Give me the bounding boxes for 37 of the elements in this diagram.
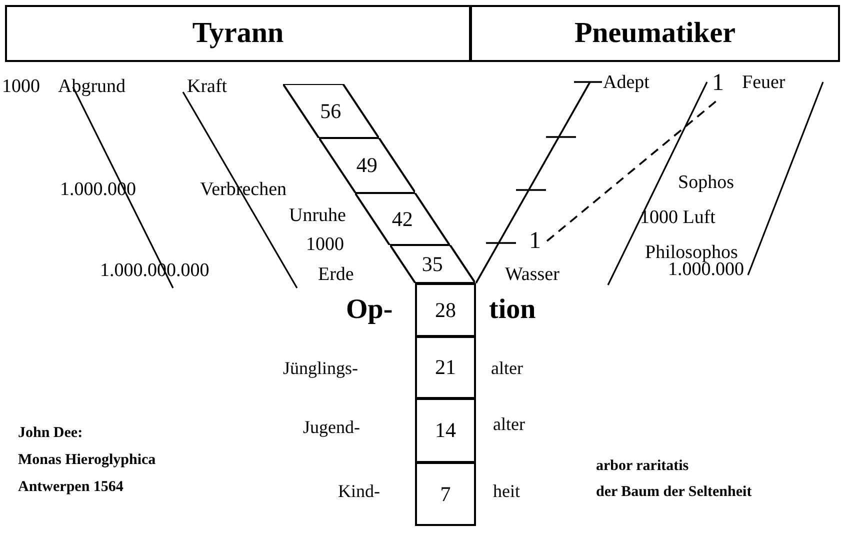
number-label: 1 <box>527 228 543 254</box>
number-label: 1 <box>710 70 726 96</box>
number-label: 1000 <box>2 76 40 98</box>
word-label: Abgrund <box>58 76 126 98</box>
age-box: 7 <box>415 462 476 526</box>
word-fragment: alter <box>493 413 525 435</box>
word-fragment: tion <box>489 294 536 326</box>
word-fragment: Kind- <box>338 480 380 502</box>
word-fragment: heit <box>493 480 520 502</box>
word-fragment: Jünglings- <box>283 357 358 379</box>
age-box: 42 <box>355 193 450 245</box>
age-box: 14 <box>415 398 476 463</box>
word-label: Sophos <box>678 172 734 194</box>
word-label: Wasser <box>505 264 560 286</box>
word-fragment: alter <box>491 357 523 379</box>
header-cell: Pneumatiker <box>470 5 840 62</box>
word-label: Feuer <box>742 72 786 94</box>
word-label: Unruhe <box>289 205 346 227</box>
note-text: Antwerpen 1564 <box>18 478 124 496</box>
word-fragment: Jugend- <box>303 416 360 438</box>
age-box: 21 <box>415 336 476 399</box>
word-fragment: Op- <box>346 294 393 326</box>
header-cell: Tyrann <box>5 5 471 62</box>
word-label: Philosophos <box>645 242 738 263</box>
note-text: arbor raritatis <box>596 457 689 475</box>
note-text: John Dee: <box>18 424 83 442</box>
note-text: Monas Hieroglyphica <box>18 451 156 469</box>
word-label: Kraft <box>187 76 228 98</box>
word-label: Erde <box>318 264 354 286</box>
number-label: 1000 <box>306 234 344 256</box>
age-box: 35 <box>390 245 475 283</box>
age-box: 28 <box>415 283 476 337</box>
word-label: 1000 Luft <box>640 207 716 229</box>
word-label: Adept <box>603 72 650 94</box>
age-box: 56 <box>282 84 379 138</box>
note-text: der Baum der Seltenheit <box>596 483 752 501</box>
age-box: 49 <box>318 138 416 193</box>
